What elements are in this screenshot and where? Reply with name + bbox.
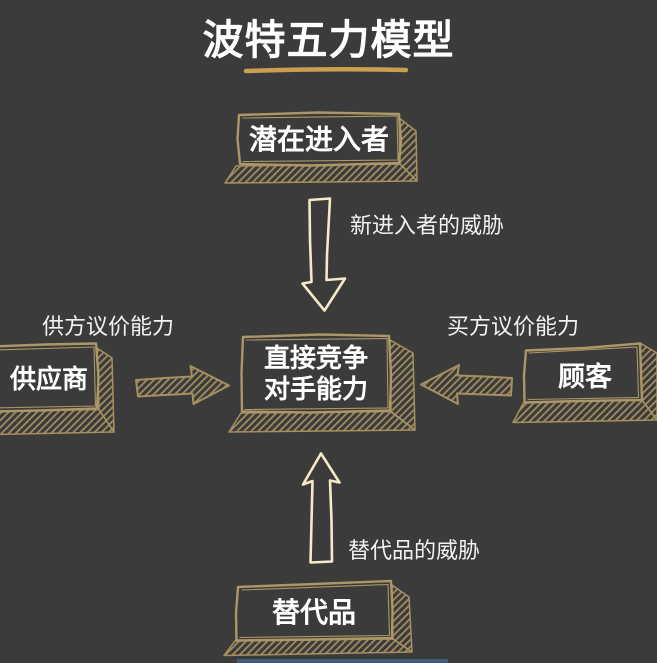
box-suppliers-frame [0,342,115,436]
label-substitutes-threat: 替代品的威胁 [348,538,481,563]
label-new-entrants-threat: 新进入者的威胁 [350,213,505,238]
entrant-threat-arrow-icon [301,197,347,312]
box-substitutes-frame [223,579,413,657]
box-direct-competitors-label: 直接竞争 对手能力 [263,343,368,404]
supplier-arrow-icon [135,365,230,405]
box-substitutes-label: 替代品 [271,597,356,628]
box-customers-label: 顾客 [558,361,612,392]
buyer-arrow-icon [420,364,513,405]
box-customers-frame [512,342,657,424]
label-supplier-bargaining-power: 供方议价能力 [42,314,175,339]
box-suppliers-label: 供应商 [9,363,88,394]
box-potential-entrants-label: 潜在进入者 [248,124,389,155]
title-underline [243,66,409,74]
box-potential-entrants-frame [224,111,418,184]
substitute-threat-arrow-icon [301,452,341,564]
label-buyer-bargaining-power: 买方议价能力 [447,314,580,339]
box-direct-competitors-frame [228,333,416,433]
diagram-title: 波特五力模型 [202,17,455,63]
bottom-edge-accent [237,659,448,663]
